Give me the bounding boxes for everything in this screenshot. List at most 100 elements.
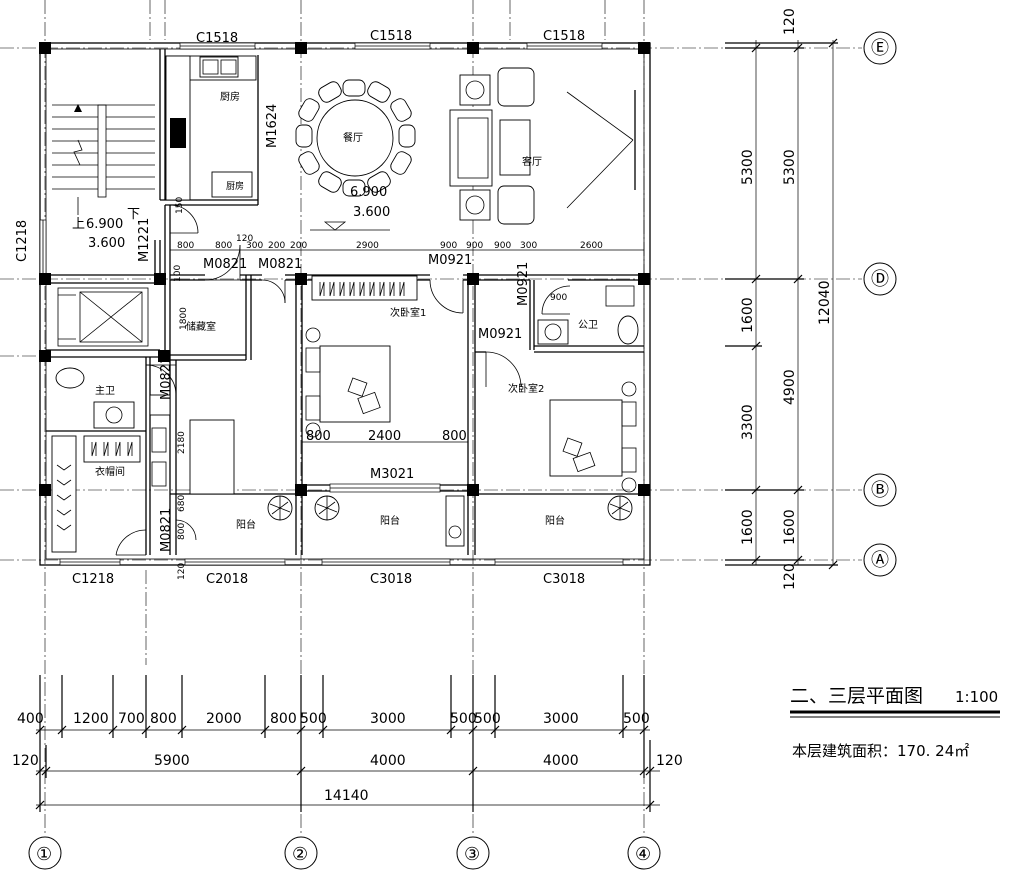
dim-300b: 300 bbox=[520, 241, 537, 251]
title-scale: 1:100 bbox=[955, 688, 998, 706]
axis-label-b: Ⓑ bbox=[871, 480, 889, 501]
dim-800b: 800 bbox=[177, 241, 194, 251]
axis-label-a: Ⓐ bbox=[871, 550, 889, 571]
dim-b-3000a: 3000 bbox=[370, 711, 406, 727]
dim-b-120a: 120 bbox=[12, 753, 39, 769]
bedroom2-furniture bbox=[549, 381, 637, 493]
dim-680: 680 bbox=[177, 495, 187, 512]
stair-up-label: 上 bbox=[72, 217, 85, 232]
dim-2900: 2900 bbox=[356, 241, 379, 251]
window-bottom-1: C1218 bbox=[72, 572, 114, 587]
stair-down-label: 下 bbox=[127, 207, 140, 222]
dining-table bbox=[295, 79, 416, 231]
room-pantry: 厨房 bbox=[226, 180, 244, 192]
dim-b-3000b: 3000 bbox=[543, 711, 579, 727]
opening-labels: C1518 C1518 C1518 C1218 C1218 C2018 C301… bbox=[15, 29, 585, 587]
room-balcony-mid: 阳台 bbox=[380, 514, 400, 527]
dim-300a: 300 bbox=[246, 241, 263, 251]
dim-b-5900: 5900 bbox=[154, 753, 190, 769]
room-master-bath: 主卫 bbox=[95, 385, 115, 397]
dim-b-500a: 500 bbox=[300, 711, 327, 727]
dim-r1-3300: 3300 bbox=[740, 404, 756, 440]
dim-1800: 1800 bbox=[179, 307, 189, 330]
door-public-bath-2: M0921 bbox=[478, 327, 522, 342]
window-bottom-2: C2018 bbox=[206, 572, 248, 587]
axis-label-e: Ⓔ bbox=[871, 38, 889, 59]
window-top-2: C1518 bbox=[370, 29, 412, 44]
dim-b-500d: 500 bbox=[623, 711, 650, 727]
dim-900b: 900 bbox=[494, 241, 511, 251]
room-living: 客厅 bbox=[522, 155, 542, 168]
dim-b-4000b: 4000 bbox=[543, 753, 579, 769]
balcony-plants bbox=[267, 495, 633, 547]
window-top-1: C1518 bbox=[196, 31, 238, 46]
dim-800e: 800 bbox=[177, 523, 187, 540]
dim-r2-1600: 1600 bbox=[782, 509, 798, 545]
axis-label-2: ② bbox=[292, 844, 308, 865]
dim-r-total: 12040 bbox=[817, 280, 833, 325]
master-bath-fixtures bbox=[51, 367, 235, 553]
dim-150: 150 bbox=[175, 197, 185, 214]
dim-b-800a: 800 bbox=[150, 711, 177, 727]
stair-elev-2: 3.600 bbox=[88, 236, 125, 251]
door-storage: M0821 bbox=[203, 257, 247, 272]
dim-b-800b: 800 bbox=[270, 711, 297, 727]
dim-b-700: 700 bbox=[118, 711, 145, 727]
window-bottom-3: C3018 bbox=[370, 572, 412, 587]
living-furniture bbox=[449, 67, 636, 225]
window-top-3: C1518 bbox=[543, 29, 585, 44]
dim-2600: 2600 bbox=[580, 241, 603, 251]
bottom-dimensions: 400 1200 700 800 2000 800 500 3000 500 5… bbox=[12, 675, 683, 812]
dim-b-total: 14140 bbox=[324, 788, 369, 804]
room-closet: 衣帽间 bbox=[95, 465, 125, 478]
dim-b-400: 400 bbox=[17, 711, 44, 727]
dim-r1-5300: 5300 bbox=[740, 149, 756, 185]
room-bedroom2: 次卧室2 bbox=[508, 382, 544, 395]
axis-bubbles: Ⓔ Ⓓ Ⓑ Ⓐ ① ② ③ ④ bbox=[28, 31, 897, 870]
door-public-bath-1: M0921 bbox=[516, 262, 531, 306]
room-dining: 餐厅 bbox=[343, 131, 363, 144]
axis-label-4: ④ bbox=[635, 844, 651, 865]
dim-b-2000: 2000 bbox=[206, 711, 242, 727]
dim-b-1200: 1200 bbox=[73, 711, 109, 727]
dim-200a: 200 bbox=[268, 241, 285, 251]
door-closet: M0821 bbox=[159, 508, 174, 552]
dim-120b: 120 bbox=[177, 563, 187, 580]
dim-r-120-top: 120 bbox=[782, 8, 798, 35]
right-dimensions: 120 120 5300 1600 3300 1600 5300 4900 16… bbox=[725, 8, 838, 590]
door-stair: M1221 bbox=[137, 218, 152, 262]
bedroom1-furniture bbox=[305, 275, 418, 438]
stair-elev-1: 6.900 bbox=[86, 217, 123, 232]
room-storage: 储藏室 bbox=[186, 320, 216, 333]
dim-b-120b: 120 bbox=[656, 753, 683, 769]
room-kitchen: 厨房 bbox=[220, 90, 240, 103]
room-labels: 厨房 餐厅 客厅 储藏室 次卧室1 次卧室2 公卫 主卫 衣帽间 阳台 阳台 阳… bbox=[72, 90, 598, 531]
door-kitchen: M1624 bbox=[265, 104, 280, 148]
dim-r2-5300: 5300 bbox=[782, 149, 798, 185]
dim-b-500b: 500 bbox=[450, 711, 477, 727]
sliding-door bbox=[329, 483, 441, 493]
dim-100: 100 bbox=[173, 265, 183, 282]
dim-800c: 800 bbox=[306, 429, 331, 444]
dim-200b: 200 bbox=[290, 241, 307, 251]
room-balcony-right: 阳台 bbox=[545, 514, 565, 527]
dining-elev-2: 3.600 bbox=[353, 205, 390, 220]
kitchen-furniture bbox=[165, 55, 257, 201]
dim-800d: 800 bbox=[442, 429, 467, 444]
dim-r1-1600b: 1600 bbox=[740, 509, 756, 545]
windows bbox=[39, 42, 624, 566]
door-swings bbox=[115, 204, 571, 556]
dim-2400: 2400 bbox=[368, 429, 401, 444]
room-balcony-left: 阳台 bbox=[236, 518, 256, 531]
staircase bbox=[52, 104, 155, 215]
dim-900c: 900 bbox=[550, 293, 567, 303]
dim-900d: 900 bbox=[466, 241, 483, 251]
interior-dimensions: 800 120 300 200 200 2900 900 900 300 260… bbox=[170, 197, 644, 580]
drawing-title: 二、三层平面图 1:100 本层建筑面积：170. 24㎡ bbox=[790, 685, 1000, 760]
dim-800a: 800 bbox=[215, 241, 232, 251]
room-public-bath: 公卫 bbox=[578, 320, 598, 331]
dining-elev-1: 6.900 bbox=[350, 185, 387, 200]
axis-label-3: ③ bbox=[464, 844, 480, 865]
room-bedroom1: 次卧室1 bbox=[390, 306, 426, 319]
